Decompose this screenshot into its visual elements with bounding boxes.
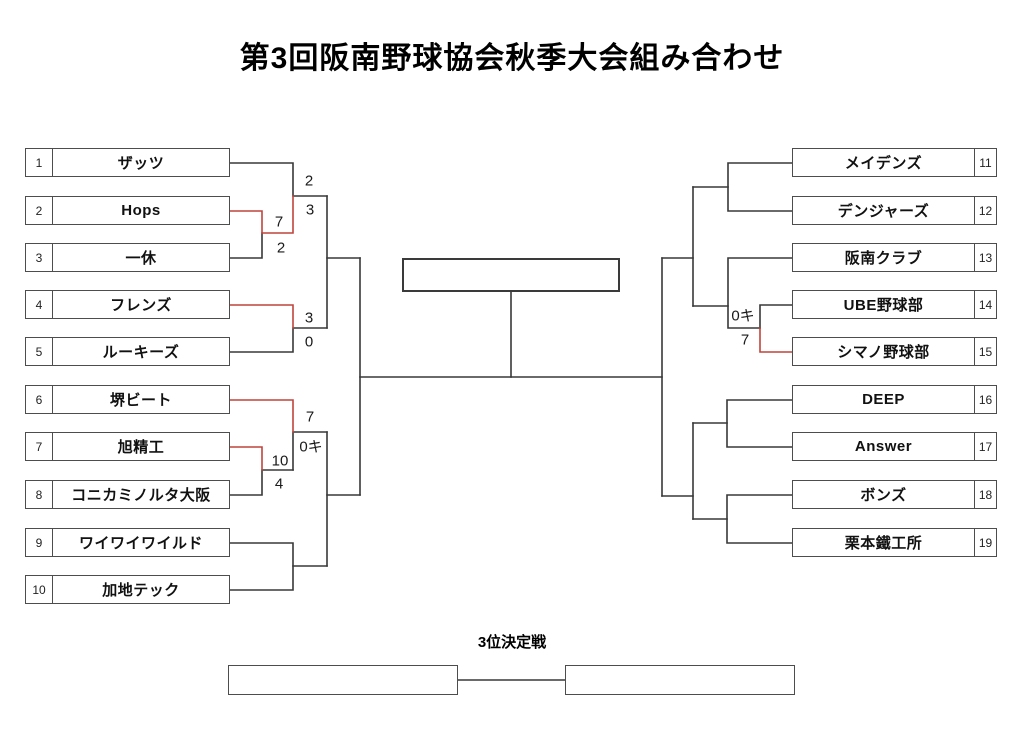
team-name: 加地テック [102,582,180,599]
team-box-7: 7 旭精工 [25,432,230,461]
team-seed: 1 [26,149,53,176]
team-name: シマノ野球部 [837,344,930,361]
third-place-box-right [565,665,795,695]
score-seed4v5-top: 3 [304,309,314,327]
score-seed1-vs-w23-top: 2 [304,172,314,190]
team-box-6: 6 堺ビート [25,385,230,414]
team-seed: 19 [974,529,996,556]
team-name: ルーキーズ [102,344,180,361]
score-seed4v5-bottom: 0 [304,333,314,351]
team-name: ボンズ [860,487,907,504]
winner-path-lines-red [229,195,793,471]
team-box-15: 15 シマノ野球部 [792,337,997,366]
team-box-18: 18 ボンズ [792,480,997,509]
team-name: Hops [121,202,161,219]
team-name: 堺ビート [109,392,172,409]
team-name: ザッツ [117,155,165,172]
team-box-10: 10 加地テック [25,575,230,604]
team-name: フレンズ [110,297,172,314]
team-seed: 7 [26,433,53,460]
team-box-19: 19 栗本鐵工所 [792,528,997,557]
team-name: 栗本鐵工所 [844,535,923,552]
team-box-16: 16 DEEP [792,385,997,414]
third-place-box-left [228,665,458,695]
team-name: デンジャーズ [837,203,930,220]
team-seed: 16 [974,386,996,413]
team-seed: 4 [26,291,53,318]
score-seed2v3-bottom: 2 [276,239,286,257]
score-seed2v3-top: 7 [274,213,284,231]
team-box-4: 4 フレンズ [25,290,230,319]
team-seed: 11 [974,149,996,176]
team-name: メイデンズ [844,155,923,172]
team-seed: 6 [26,386,53,413]
team-seed: 17 [974,433,996,460]
team-box-1: 1 ザッツ [25,148,230,177]
team-seed: 9 [26,529,53,556]
champion-box [402,258,620,292]
team-name: 一休 [125,250,157,267]
team-box-3: 3 一休 [25,243,230,272]
score-seed7v8-top: 10 [271,452,289,470]
team-box-14: 14 UBE野球部 [792,290,997,319]
team-seed: 13 [974,244,996,271]
team-box-12: 12 デンジャーズ [792,196,997,225]
team-name: UBE野球部 [843,297,924,314]
team-name: 阪南クラブ [844,250,923,267]
team-box-17: 17 Answer [792,432,997,461]
team-name: 旭精工 [117,439,165,456]
third-place-label: 3位決定戦 [477,634,547,651]
team-name: ワイワイワイルド [78,535,203,552]
page-title: 第3回阪南野球協会秋季大会組み合わせ [239,42,785,75]
team-name: DEEP [862,391,905,408]
score-seed1-vs-w23-bottom: 3 [305,201,315,219]
team-name: コニカミノルタ大阪 [71,487,211,504]
team-seed: 8 [26,481,53,508]
team-seed: 2 [26,197,53,224]
team-seed: 5 [26,338,53,365]
team-box-11: 11 メイデンズ [792,148,997,177]
team-seed: 18 [974,481,996,508]
team-box-13: 13 阪南クラブ [792,243,997,272]
team-box-2: 2 Hops [25,196,230,225]
team-seed: 15 [974,338,996,365]
score-seed14v15-bottom: 7 [740,331,750,349]
team-seed: 12 [974,197,996,224]
score-seed14v15-top: 0キ [731,307,755,325]
score-seed6-vs-w78-bottom: 0キ [299,438,323,456]
score-seed6-vs-w78-top: 7 [305,408,315,426]
team-seed: 14 [974,291,996,318]
team-name: Answer [854,438,913,455]
team-box-8: 8 コニカミノルタ大阪 [25,480,230,509]
team-seed: 10 [26,576,53,603]
team-seed: 3 [26,244,53,271]
score-seed7v8-bottom: 4 [274,475,284,493]
team-box-5: 5 ルーキーズ [25,337,230,366]
team-box-9: 9 ワイワイワイルド [25,528,230,557]
bracket-lines-black [229,162,793,681]
